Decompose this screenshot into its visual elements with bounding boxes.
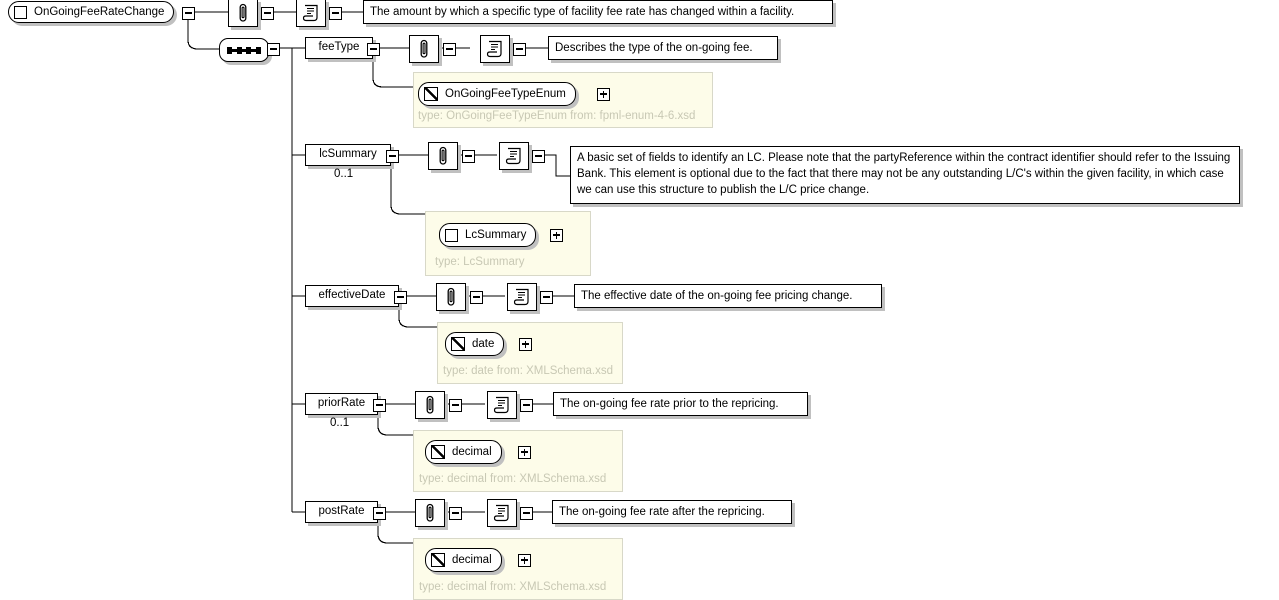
cardinality-priorrate: 0..1 (330, 417, 350, 429)
root-element-label: OnGoingFeeRateChange (34, 6, 165, 18)
element-collapse-toggle-postrate[interactable] (373, 507, 386, 520)
paperclip-icon (239, 3, 247, 22)
complex-type-square-icon (445, 228, 458, 242)
scroll-document-icon (493, 396, 509, 414)
type-expand-toggle-feetype[interactable] (597, 88, 610, 101)
attribute-icon-box-effectivedate[interactable] (436, 283, 466, 311)
attribute-icon-box-postrate[interactable] (415, 499, 445, 527)
scroll-document-icon (513, 288, 529, 306)
attribute-collapse-toggle-effectivedate[interactable] (470, 291, 483, 304)
documentation-text-lcsummary: A basic set of fields to identify an LC.… (570, 146, 1240, 204)
documentation-collapse-toggle-feetype[interactable] (513, 43, 526, 56)
documentation-collapse-toggle-priorrate[interactable] (520, 399, 533, 412)
type-expand-toggle-priorrate[interactable] (518, 446, 531, 459)
documentation-icon-box-lcsummary[interactable] (499, 142, 529, 170)
element-collapse-toggle-effectivedate[interactable] (394, 291, 407, 304)
documentation-text-effectivedate: The effective date of the on-going fee p… (574, 284, 882, 308)
documentation-collapse-toggle-effectivedate[interactable] (540, 291, 553, 304)
type-label-lcsummary: LcSummary (465, 229, 527, 241)
documentation-text-postrate: The on-going fee rate after the repricin… (552, 500, 792, 524)
paperclip-icon (426, 503, 434, 522)
type-panel-lcsummary: LcSummary type: LcSummary (425, 211, 591, 276)
paperclip-icon (447, 287, 455, 306)
attribute-collapse-toggle-postrate[interactable] (449, 507, 462, 520)
documentation-collapse-toggle-lcsummary[interactable] (532, 150, 545, 163)
documentation-text-priorrate: The on-going fee rate prior to the repri… (553, 392, 808, 416)
type-annotation-lcsummary: type: LcSummary (435, 256, 525, 268)
type-annotation-effectivedate: type: date from: XMLSchema.xsd (443, 365, 614, 377)
sequence-dots (227, 46, 261, 54)
root-collapse-toggle[interactable] (182, 7, 195, 20)
simple-type-pencil-icon (431, 553, 445, 567)
type-expand-toggle-effectivedate[interactable] (519, 338, 532, 351)
simple-type-pencil-icon (451, 337, 465, 351)
attribute-collapse-toggle-feetype[interactable] (443, 43, 456, 56)
documentation-icon-box-root[interactable] (296, 0, 326, 27)
element-label-priorrate: priorRate (317, 397, 366, 410)
type-annotation-feetype: type: OnGoingFeeTypeEnum from: fpml-enum… (418, 110, 696, 122)
element-collapse-toggle-priorrate[interactable] (373, 399, 386, 412)
documentation-icon-box-postrate[interactable] (487, 499, 517, 527)
type-label-decimal-post: decimal (452, 554, 492, 566)
complex-type-square-icon (14, 5, 27, 19)
scroll-document-icon (486, 40, 502, 58)
documentation-icon-box-feetype[interactable] (480, 35, 510, 63)
attribute-collapse-toggle-lcsummary[interactable] (462, 150, 475, 163)
element-label-effectivedate: effectiveDate (318, 289, 386, 302)
paperclip-icon (420, 39, 428, 58)
element-collapse-toggle-feetype[interactable] (367, 43, 380, 56)
sequence-compositor-icon[interactable] (219, 38, 269, 62)
simple-type-pencil-icon (424, 87, 438, 101)
element-box-lcsummary[interactable]: lcSummary (305, 144, 391, 166)
element-label-lcsummary: lcSummary (319, 148, 377, 161)
type-label-date: date (472, 338, 495, 350)
scroll-document-icon (493, 504, 509, 522)
type-label-ongoingfeetypeenum: OnGoingFeeTypeEnum (445, 88, 566, 100)
type-expand-toggle-lcsummary[interactable] (550, 229, 563, 242)
attribute-icon-box-priorrate[interactable] (415, 391, 445, 419)
element-box-effectivedate[interactable]: effectiveDate (305, 285, 399, 307)
element-box-priorrate[interactable]: priorRate (305, 393, 378, 415)
type-box-lcsummary[interactable]: LcSummary (439, 223, 537, 247)
element-collapse-toggle-lcsummary[interactable] (386, 150, 399, 163)
type-panel-priorrate: decimal type: decimal from: XMLSchema.xs… (413, 430, 623, 492)
attribute-collapse-toggle-root[interactable] (261, 7, 274, 20)
attribute-collapse-toggle-priorrate[interactable] (449, 399, 462, 412)
sequence-collapse-toggle[interactable] (267, 43, 280, 56)
simple-type-pencil-icon (431, 445, 445, 459)
type-box-date[interactable]: date (445, 332, 505, 356)
attribute-icon-box-root[interactable] (228, 0, 258, 27)
cardinality-lcsummary: 0..1 (334, 168, 354, 180)
documentation-text-root: The amount by which a specific type of f… (363, 0, 833, 24)
paperclip-icon (426, 395, 434, 414)
element-label-postrate: postRate (318, 505, 365, 518)
type-annotation-postrate: type: decimal from: XMLSchema.xsd (419, 581, 607, 593)
element-box-postrate[interactable]: postRate (305, 501, 378, 523)
documentation-icon-box-effectivedate[interactable] (507, 283, 537, 311)
type-expand-toggle-postrate[interactable] (518, 554, 531, 567)
attribute-icon-box-feetype[interactable] (409, 35, 439, 63)
root-element-box[interactable]: OnGoingFeeRateChange (8, 1, 175, 23)
type-panel-feetype: OnGoingFeeTypeEnum type: OnGoingFeeTypeE… (413, 72, 713, 128)
element-box-feetype[interactable]: feeType (305, 37, 373, 59)
documentation-text-feetype: Describes the type of the on-going fee. (548, 36, 778, 60)
scroll-document-icon (505, 147, 521, 165)
scroll-document-icon (302, 4, 318, 22)
type-box-ongoingfeetypeenum[interactable]: OnGoingFeeTypeEnum (418, 82, 576, 106)
paperclip-icon (439, 146, 447, 165)
documentation-icon-box-priorrate[interactable] (487, 391, 517, 419)
type-label-decimal-prior: decimal (452, 446, 492, 458)
type-box-decimal-post[interactable]: decimal (425, 548, 502, 572)
type-panel-effectivedate: date type: date from: XMLSchema.xsd (437, 322, 623, 384)
element-label-feetype: feeType (318, 41, 360, 54)
documentation-collapse-toggle-postrate[interactable] (520, 507, 533, 520)
type-box-decimal-prior[interactable]: decimal (425, 440, 502, 464)
type-annotation-priorrate: type: decimal from: XMLSchema.xsd (419, 473, 607, 485)
documentation-collapse-toggle-root[interactable] (329, 7, 342, 20)
type-panel-postrate: decimal type: decimal from: XMLSchema.xs… (413, 538, 623, 600)
attribute-icon-box-lcsummary[interactable] (428, 142, 458, 170)
